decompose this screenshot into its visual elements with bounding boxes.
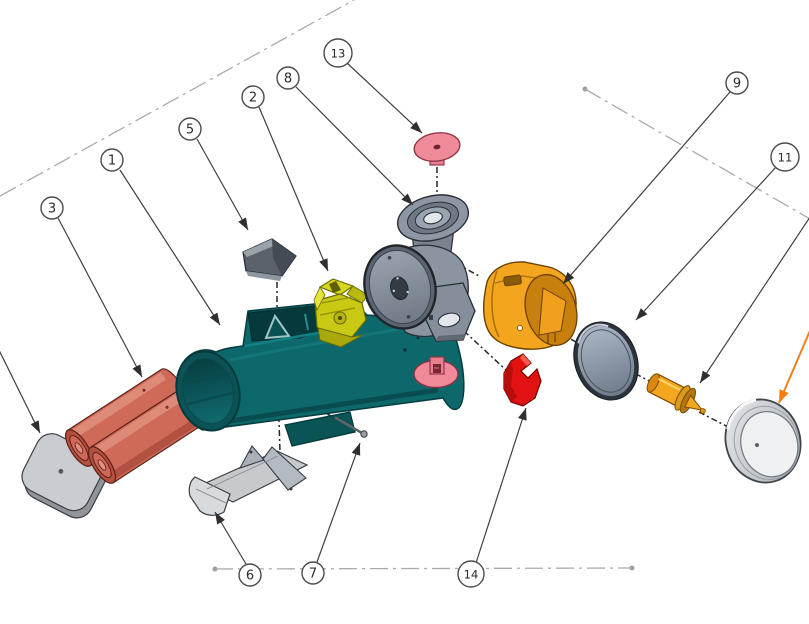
- balloon-1: 1: [100, 148, 124, 172]
- balloon-13: 13: [323, 38, 353, 68]
- balloon-7-label: 7: [309, 567, 317, 582]
- balloon-6-label: 6: [246, 569, 254, 584]
- handle-stand: [188, 445, 309, 516]
- push-button: [413, 132, 461, 166]
- leader-balloon-6: [214, 511, 247, 565]
- centerline-bottom: [212, 565, 635, 572]
- pivot-pin: [334, 416, 368, 438]
- leader-balloon-9: [562, 91, 731, 285]
- balloon-11: 11: [770, 142, 800, 172]
- bulb-assembly: [646, 373, 706, 414]
- balloon-7: 7: [301, 561, 325, 585]
- balloon-13-label: 13: [331, 47, 346, 61]
- leader-balloon-1: [119, 169, 221, 326]
- balloon-5-label: 5: [186, 123, 194, 138]
- leader-balloon-7: [316, 442, 361, 563]
- balloon-8: 8: [276, 66, 300, 90]
- balloon-1-label: 1: [108, 154, 116, 169]
- leader-lines: [0, 62, 809, 565]
- leader-balloon-11: [635, 165, 778, 321]
- balloon-3-label: 3: [48, 202, 56, 217]
- leader-offpage-battery-door: [0, 350, 41, 434]
- leader-balloon-5: [196, 138, 249, 231]
- balloon-2: 2: [241, 85, 265, 109]
- balloon-6: 6: [238, 563, 262, 587]
- leader-balloon-8: [295, 86, 414, 206]
- balloon-9: 9: [725, 71, 749, 95]
- lamp-face-disk: [363, 244, 437, 330]
- centerline-upper-right: [582, 86, 809, 220]
- head-shell: [482, 261, 578, 350]
- switch-block: [313, 278, 369, 348]
- lock-clip: [503, 353, 542, 407]
- balloon-3: 3: [40, 196, 64, 220]
- leader-balloon-2: [258, 106, 329, 272]
- balloon-9-label: 9: [733, 77, 741, 92]
- lens: [573, 321, 639, 401]
- balloon-2-label: 2: [249, 91, 257, 106]
- leader-offpage-bulb: [699, 217, 809, 384]
- leader-balloon-3: [57, 217, 143, 378]
- highlight-arrow-bezel: [778, 330, 809, 404]
- balloon-14-label: 14: [464, 568, 479, 582]
- leader-balloon-13: [346, 62, 423, 134]
- belt-clip: [242, 238, 297, 281]
- balloon-14: 14: [457, 560, 485, 588]
- balloon-8-label: 8: [284, 72, 292, 87]
- switch-plunger-disk: [413, 356, 459, 389]
- balloon-5: 5: [178, 117, 202, 141]
- battery-front: [87, 385, 210, 484]
- body-tube: [175, 299, 465, 447]
- balloon-11-label: 11: [778, 151, 793, 165]
- centerline-upper-left: [0, 0, 355, 197]
- bezel-ring: [724, 398, 802, 484]
- leader-balloon-14: [475, 407, 527, 564]
